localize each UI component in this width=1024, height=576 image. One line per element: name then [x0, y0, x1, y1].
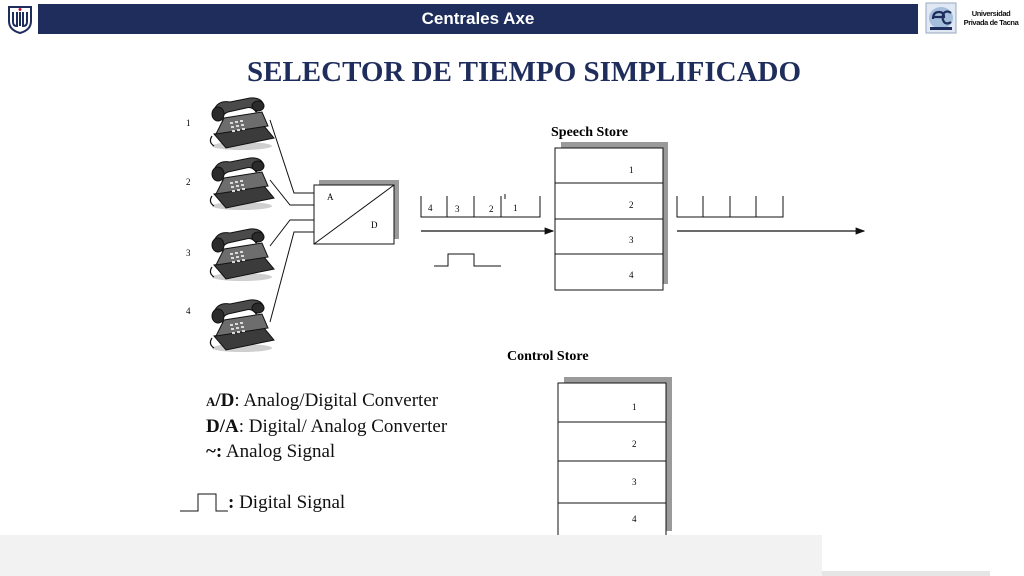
- input-slot-1: 1: [513, 203, 518, 213]
- speech-store-cell-1: 1: [629, 165, 634, 175]
- telephone-2: 2: [186, 157, 275, 211]
- university-crest-icon: [8, 6, 32, 34]
- control-store-cell-3: 3: [632, 477, 637, 487]
- legend-digital: : Digital Signal: [228, 492, 345, 514]
- input-time-slots: 4 3 2 1: [420, 194, 541, 218]
- input-slot-2: 2: [489, 204, 494, 214]
- footer-line: [822, 571, 990, 576]
- output-time-slots: [676, 196, 784, 218]
- digital-pulse-input: [434, 253, 501, 267]
- control-store-cell-1: 1: [632, 402, 637, 412]
- legend-ad-rest: /D: [215, 390, 235, 411]
- legend-analog-term: ~:: [206, 441, 223, 462]
- speech-store-title: Speech Store: [551, 125, 628, 140]
- legend-ad-desc: : Analog/Digital Converter: [234, 390, 439, 411]
- telephone-3: 3: [186, 228, 275, 282]
- input-slot-4: 4: [428, 203, 433, 213]
- legend-digital-term: :: [228, 492, 235, 513]
- legend-ad: A/D: Analog/Digital Converter: [206, 390, 438, 412]
- telephone-label-3: 3: [186, 248, 191, 258]
- telephone-label-4: 4: [186, 306, 191, 316]
- telephone-label-2: 2: [186, 177, 191, 187]
- header-title: Centrales Axe: [421, 9, 535, 28]
- footer-band: [0, 535, 822, 576]
- university-line-2: Privada de Tacna: [963, 18, 1019, 27]
- university-name: Universidad Privada de Tacna: [958, 9, 1024, 27]
- legend-analog: ~: Analog Signal: [206, 441, 335, 463]
- header-bar: Centrales Axe: [38, 4, 918, 34]
- control-store-title: Control Store: [507, 349, 589, 364]
- speech-store-cell-3: 3: [629, 235, 634, 245]
- legend-analog-desc: Analog Signal: [222, 441, 336, 462]
- telephone-4: 4: [186, 299, 275, 353]
- telephone-label-1: 1: [186, 118, 191, 128]
- control-store-cell-2: 2: [632, 439, 637, 449]
- legend-da-desc: : Digital/ Analog Converter: [238, 416, 448, 437]
- speech-store-cell-2: 2: [629, 200, 634, 210]
- legend-da: D/A: Digital/ Analog Converter: [206, 416, 447, 438]
- legend-digital-desc: Digital Signal: [234, 492, 346, 513]
- digital-pulse-legend: [180, 493, 228, 512]
- phone-lines: [269, 119, 314, 323]
- legend-da-term: D/A: [206, 416, 239, 437]
- speech-store-cell-4: 4: [629, 270, 634, 280]
- control-store: 1 2 3 4: [557, 377, 672, 538]
- ad-converter: A D: [313, 180, 399, 245]
- converter-label-d: D: [371, 220, 378, 230]
- university-line-1: Universidad: [971, 9, 1011, 18]
- converter-label-a: A: [327, 192, 334, 202]
- slide-title: SELECTOR DE TIEMPO SIMPLIFICADO: [246, 56, 802, 88]
- input-slot-3: 3: [455, 204, 460, 214]
- telephone-1: 1: [186, 97, 275, 151]
- legend-ad-a: A: [206, 394, 216, 409]
- university-logo-icon: [925, 2, 957, 34]
- speech-store: 1 2 3 4: [554, 142, 668, 291]
- control-store-cell-4: 4: [632, 514, 637, 524]
